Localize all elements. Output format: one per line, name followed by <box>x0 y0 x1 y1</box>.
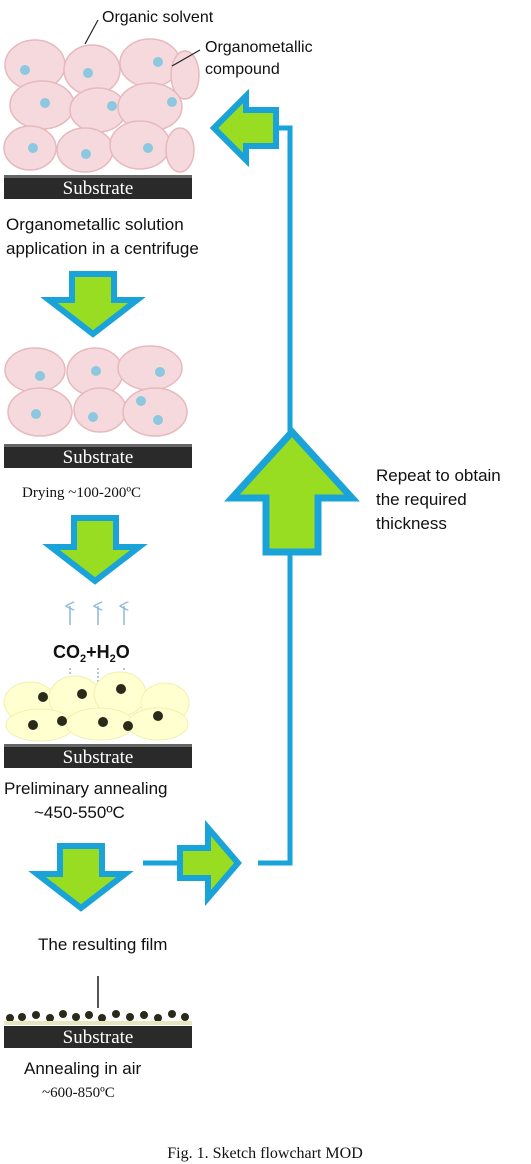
label-organic-solvent: Organic solvent <box>102 9 214 26</box>
step4-label-line1: Annealing in air <box>24 1059 142 1078</box>
gas-plus-h: +H <box>86 642 110 662</box>
yellow-grains <box>3 671 190 742</box>
repeat-label-line2: the required <box>376 490 467 509</box>
figure-caption: Fig. 1. Sketch flowchart MOD <box>167 1145 363 1162</box>
organometallic-dots <box>20 57 177 159</box>
substrate-label: Substrate <box>63 178 134 199</box>
step1-label-line2: application in a centrifuge <box>6 239 199 258</box>
stage-3-annealing-layer: CO2+H2O Substrate Preliminary annealing <box>3 606 192 822</box>
label-organometallic-line2: compound <box>205 61 280 78</box>
right-arrow <box>177 819 242 907</box>
substrate-label: Substrate <box>63 747 134 768</box>
film-layer <box>4 1021 192 1025</box>
down-arrow-2 <box>42 515 148 585</box>
up-arrow <box>224 426 360 556</box>
repeat-label-line1: Repeat to obtain <box>376 466 501 485</box>
substrate-4: Substrate <box>4 1026 192 1048</box>
stage-4-final-film: The resulting film Substrate Annealing i… <box>4 935 192 1101</box>
gas-co: CO <box>53 642 80 662</box>
substrate-1: Substrate <box>4 175 192 199</box>
step3-label-line1: Preliminary annealing <box>4 779 167 798</box>
step2-label: Drying ~100-200ºC <box>22 485 141 501</box>
repeat-label-line3: thickness <box>376 514 447 533</box>
gas-release-arrows <box>70 606 124 682</box>
substrate-label: Substrate <box>63 1027 134 1048</box>
metal-oxide-dots <box>28 684 163 731</box>
dried-dots <box>31 366 165 425</box>
substrate-2: Substrate <box>4 444 192 468</box>
step4-label-line2: ~600-850ºC <box>42 1085 115 1101</box>
solvent-cells <box>3 38 200 173</box>
step1-label-line1: Organometallic solution <box>6 215 184 234</box>
substrate-label: Substrate <box>63 447 134 468</box>
stage-1-solution-layer: Organic solvent Organometallic compound … <box>3 9 313 258</box>
gas-o: O <box>116 642 130 662</box>
organometallic-pointer <box>171 49 201 67</box>
down-arrow-1 <box>40 271 146 338</box>
stage-2-dried-layer: Substrate Drying ~100-200ºC <box>4 345 192 501</box>
organic-solvent-pointer <box>84 19 99 45</box>
left-arrow <box>209 88 279 168</box>
film-particles <box>6 1010 189 1022</box>
gas-formula: CO2+H2O <box>53 642 130 665</box>
film-label: The resulting film <box>38 935 167 954</box>
gas-co-subscript: 2 <box>80 653 86 665</box>
repeat-loop: Repeat to obtain the required thickness <box>143 88 501 907</box>
down-arrow-3 <box>28 843 134 912</box>
substrate-3: Substrate <box>4 744 192 768</box>
gas-h-subscript: 2 <box>110 653 116 665</box>
label-organometallic-line1: Organometallic <box>205 39 313 56</box>
step3-label-line2: ~450-550ºC <box>34 803 125 822</box>
